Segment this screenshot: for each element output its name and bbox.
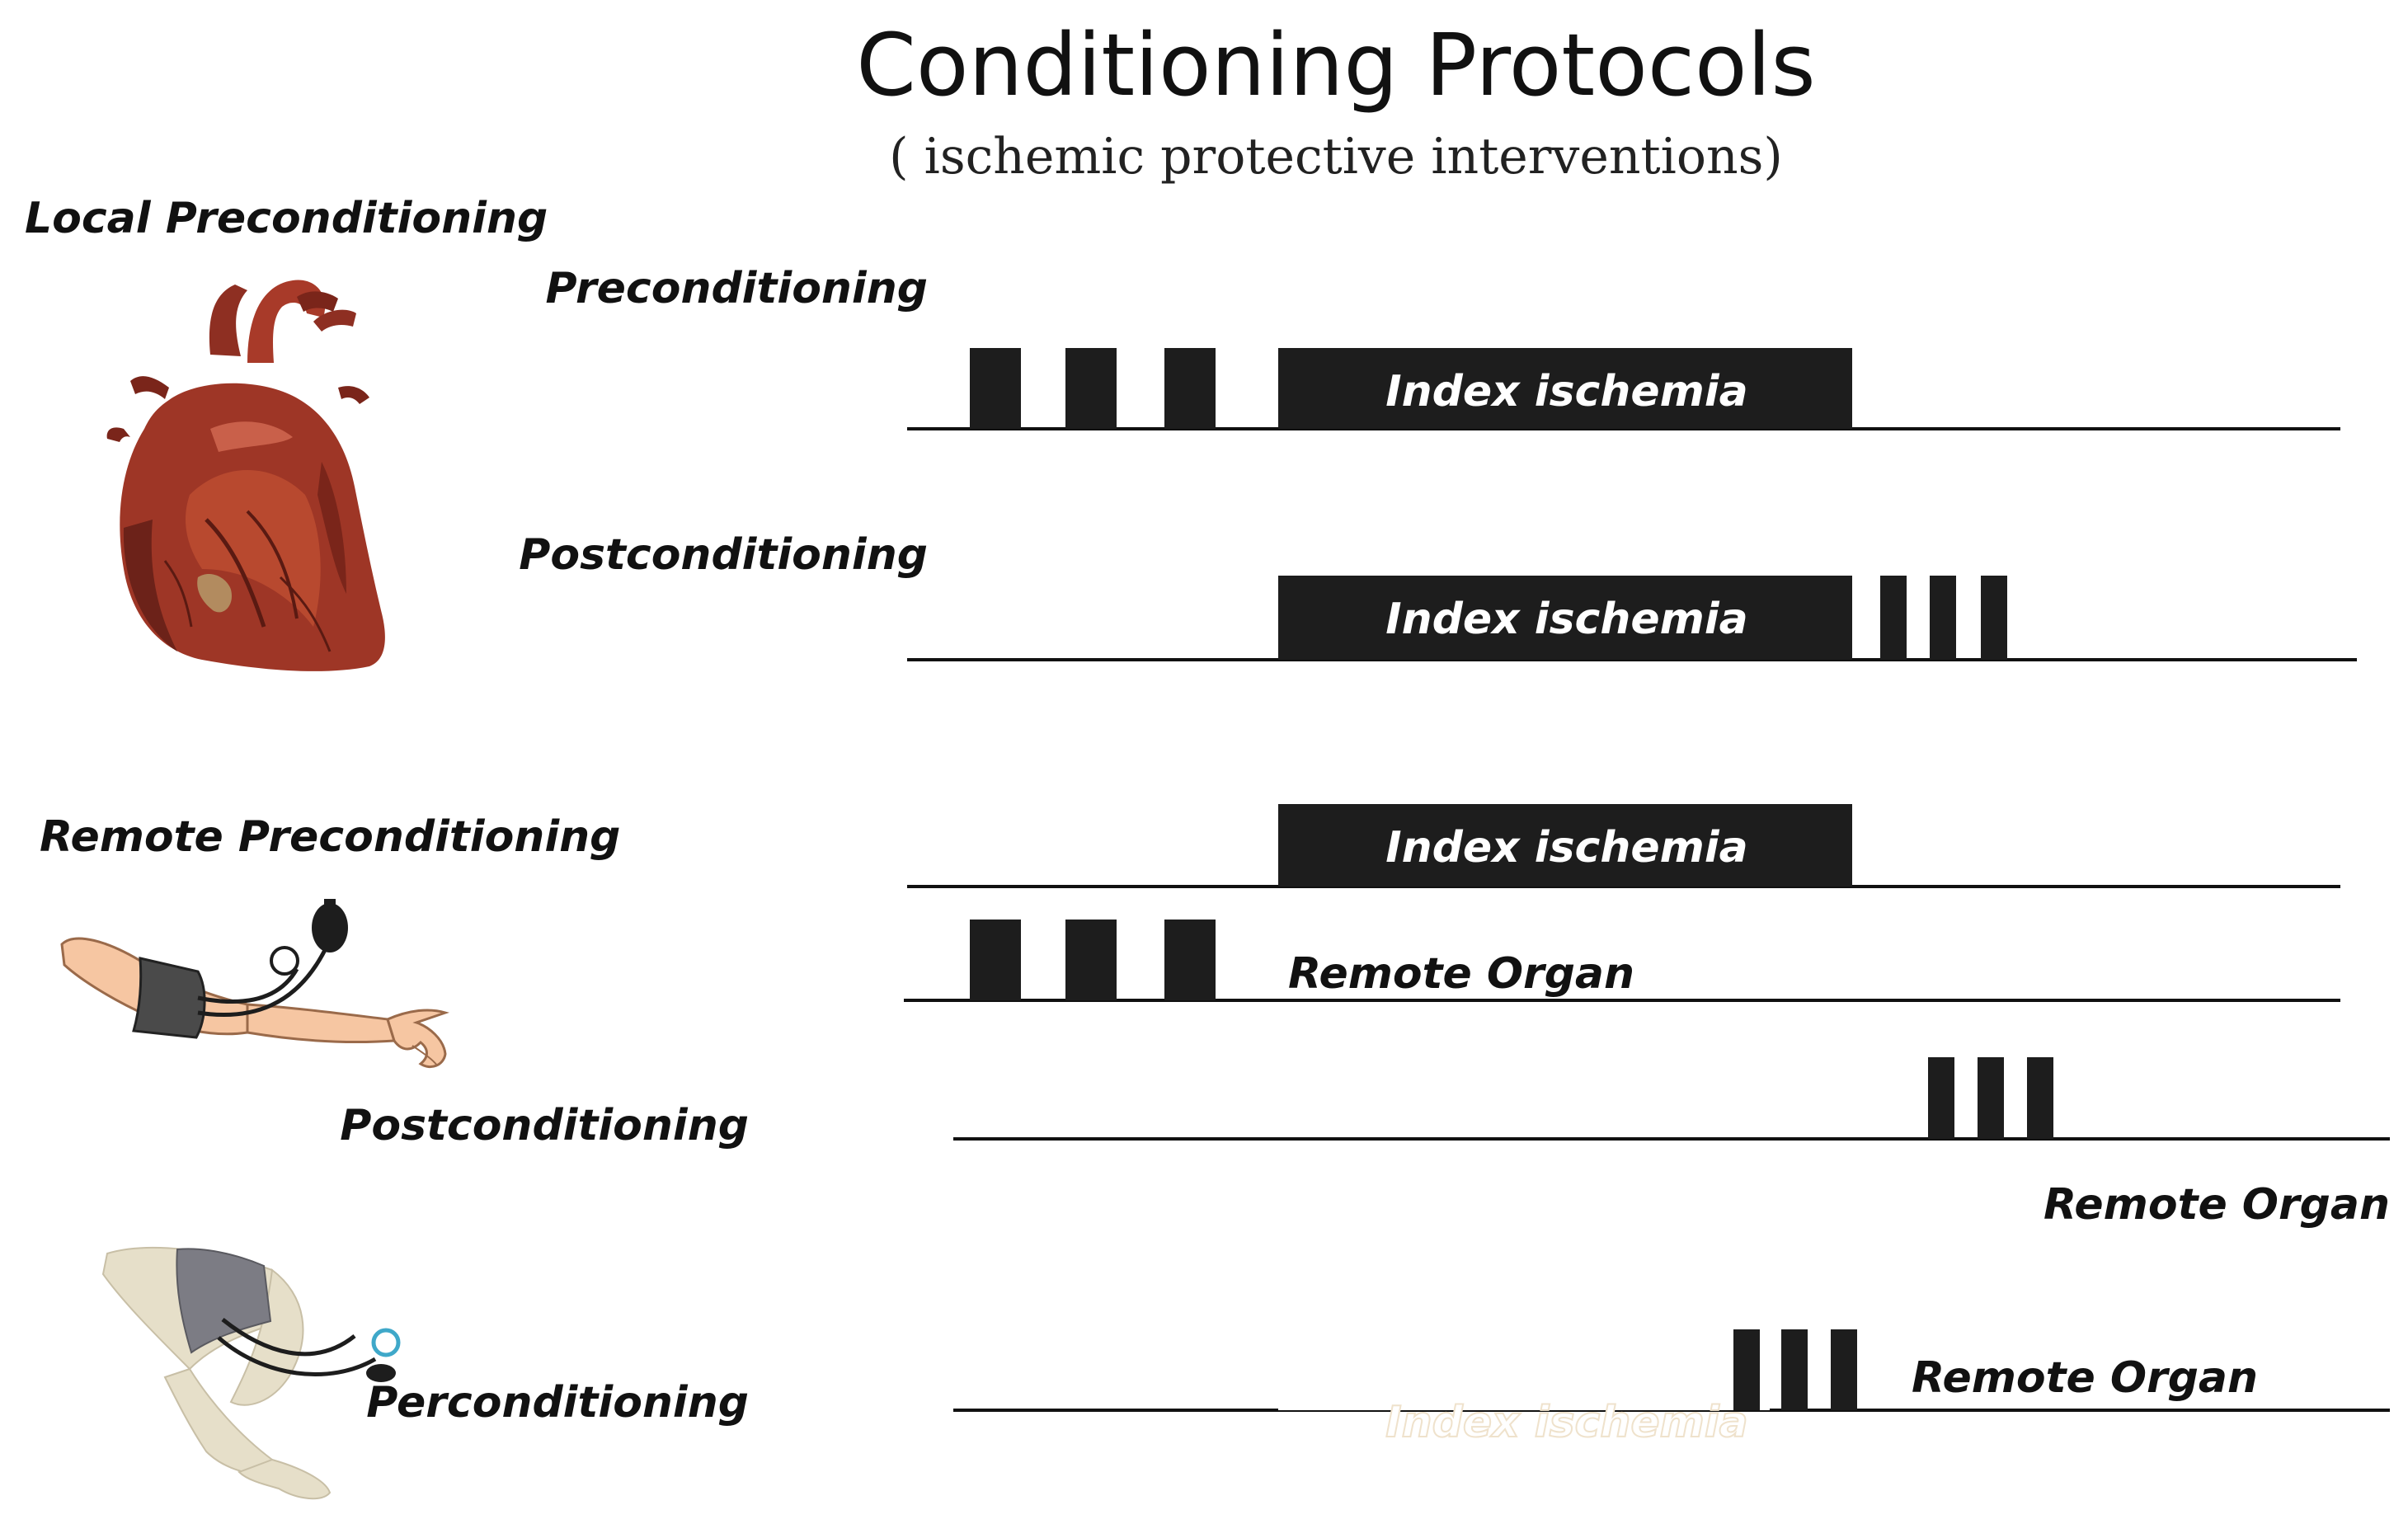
index-ischemia-label: Index ischemia xyxy=(1385,595,1748,644)
index-ischemia-label: Index ischemia xyxy=(1385,367,1748,416)
page-subtitle: ( ischemic protective interventions) xyxy=(889,128,1783,186)
brief-ischemia-block xyxy=(1164,348,1216,429)
brief-ischemia-block xyxy=(970,348,1021,429)
postconditioning-label: Postconditioning xyxy=(519,530,928,580)
brief-ischemia-block xyxy=(1733,1329,1760,1410)
remote-organ-label: Remote Organ xyxy=(1912,1353,2258,1403)
arm-icon xyxy=(60,899,449,1068)
perconditioning-label: Perconditioning xyxy=(366,1378,749,1428)
remote-organ-label: Remote Organ xyxy=(2044,1180,2390,1230)
brief-ischemia-block xyxy=(1781,1329,1808,1410)
index-ischemia-bar xyxy=(1278,576,1852,660)
remote-preconditioning-label: Remote Preconditioning xyxy=(40,812,620,862)
brief-ischemia-block xyxy=(1065,348,1117,429)
heart-icon xyxy=(106,280,385,671)
brief-ischemia-block xyxy=(1880,576,1907,660)
index-ischemia-bar xyxy=(1278,804,1852,887)
index-ischemia-bar-ghost xyxy=(1278,1329,1770,1410)
local-preconditioning-label: Local Preconditioning xyxy=(25,194,548,243)
leg-icon xyxy=(101,1246,401,1500)
brief-ischemia-block xyxy=(1981,576,2007,660)
brief-ischemia-block xyxy=(1978,1057,2004,1139)
brief-ischemia-block xyxy=(1928,1057,1954,1139)
brief-ischemia-block xyxy=(1930,576,1956,660)
brief-ischemia-block xyxy=(2027,1057,2053,1139)
remote-organ-label: Remote Organ xyxy=(1288,949,1634,999)
remote-postconditioning-label: Postconditioning xyxy=(340,1101,749,1150)
index-ischemia-bar xyxy=(1278,348,1852,429)
brief-ischemia-block xyxy=(1065,920,1117,1000)
index-ischemia-label: Index ischemia xyxy=(1385,823,1748,873)
brief-ischemia-block xyxy=(970,920,1021,1000)
preconditioning-label: Preconditioning xyxy=(545,264,928,313)
page-title: Conditioning Protocols xyxy=(856,15,1815,115)
brief-ischemia-block xyxy=(1164,920,1216,1000)
brief-ischemia-block xyxy=(1831,1329,1857,1410)
index-ischemia-ghost-label: Index ischemia xyxy=(1385,1398,1748,1447)
